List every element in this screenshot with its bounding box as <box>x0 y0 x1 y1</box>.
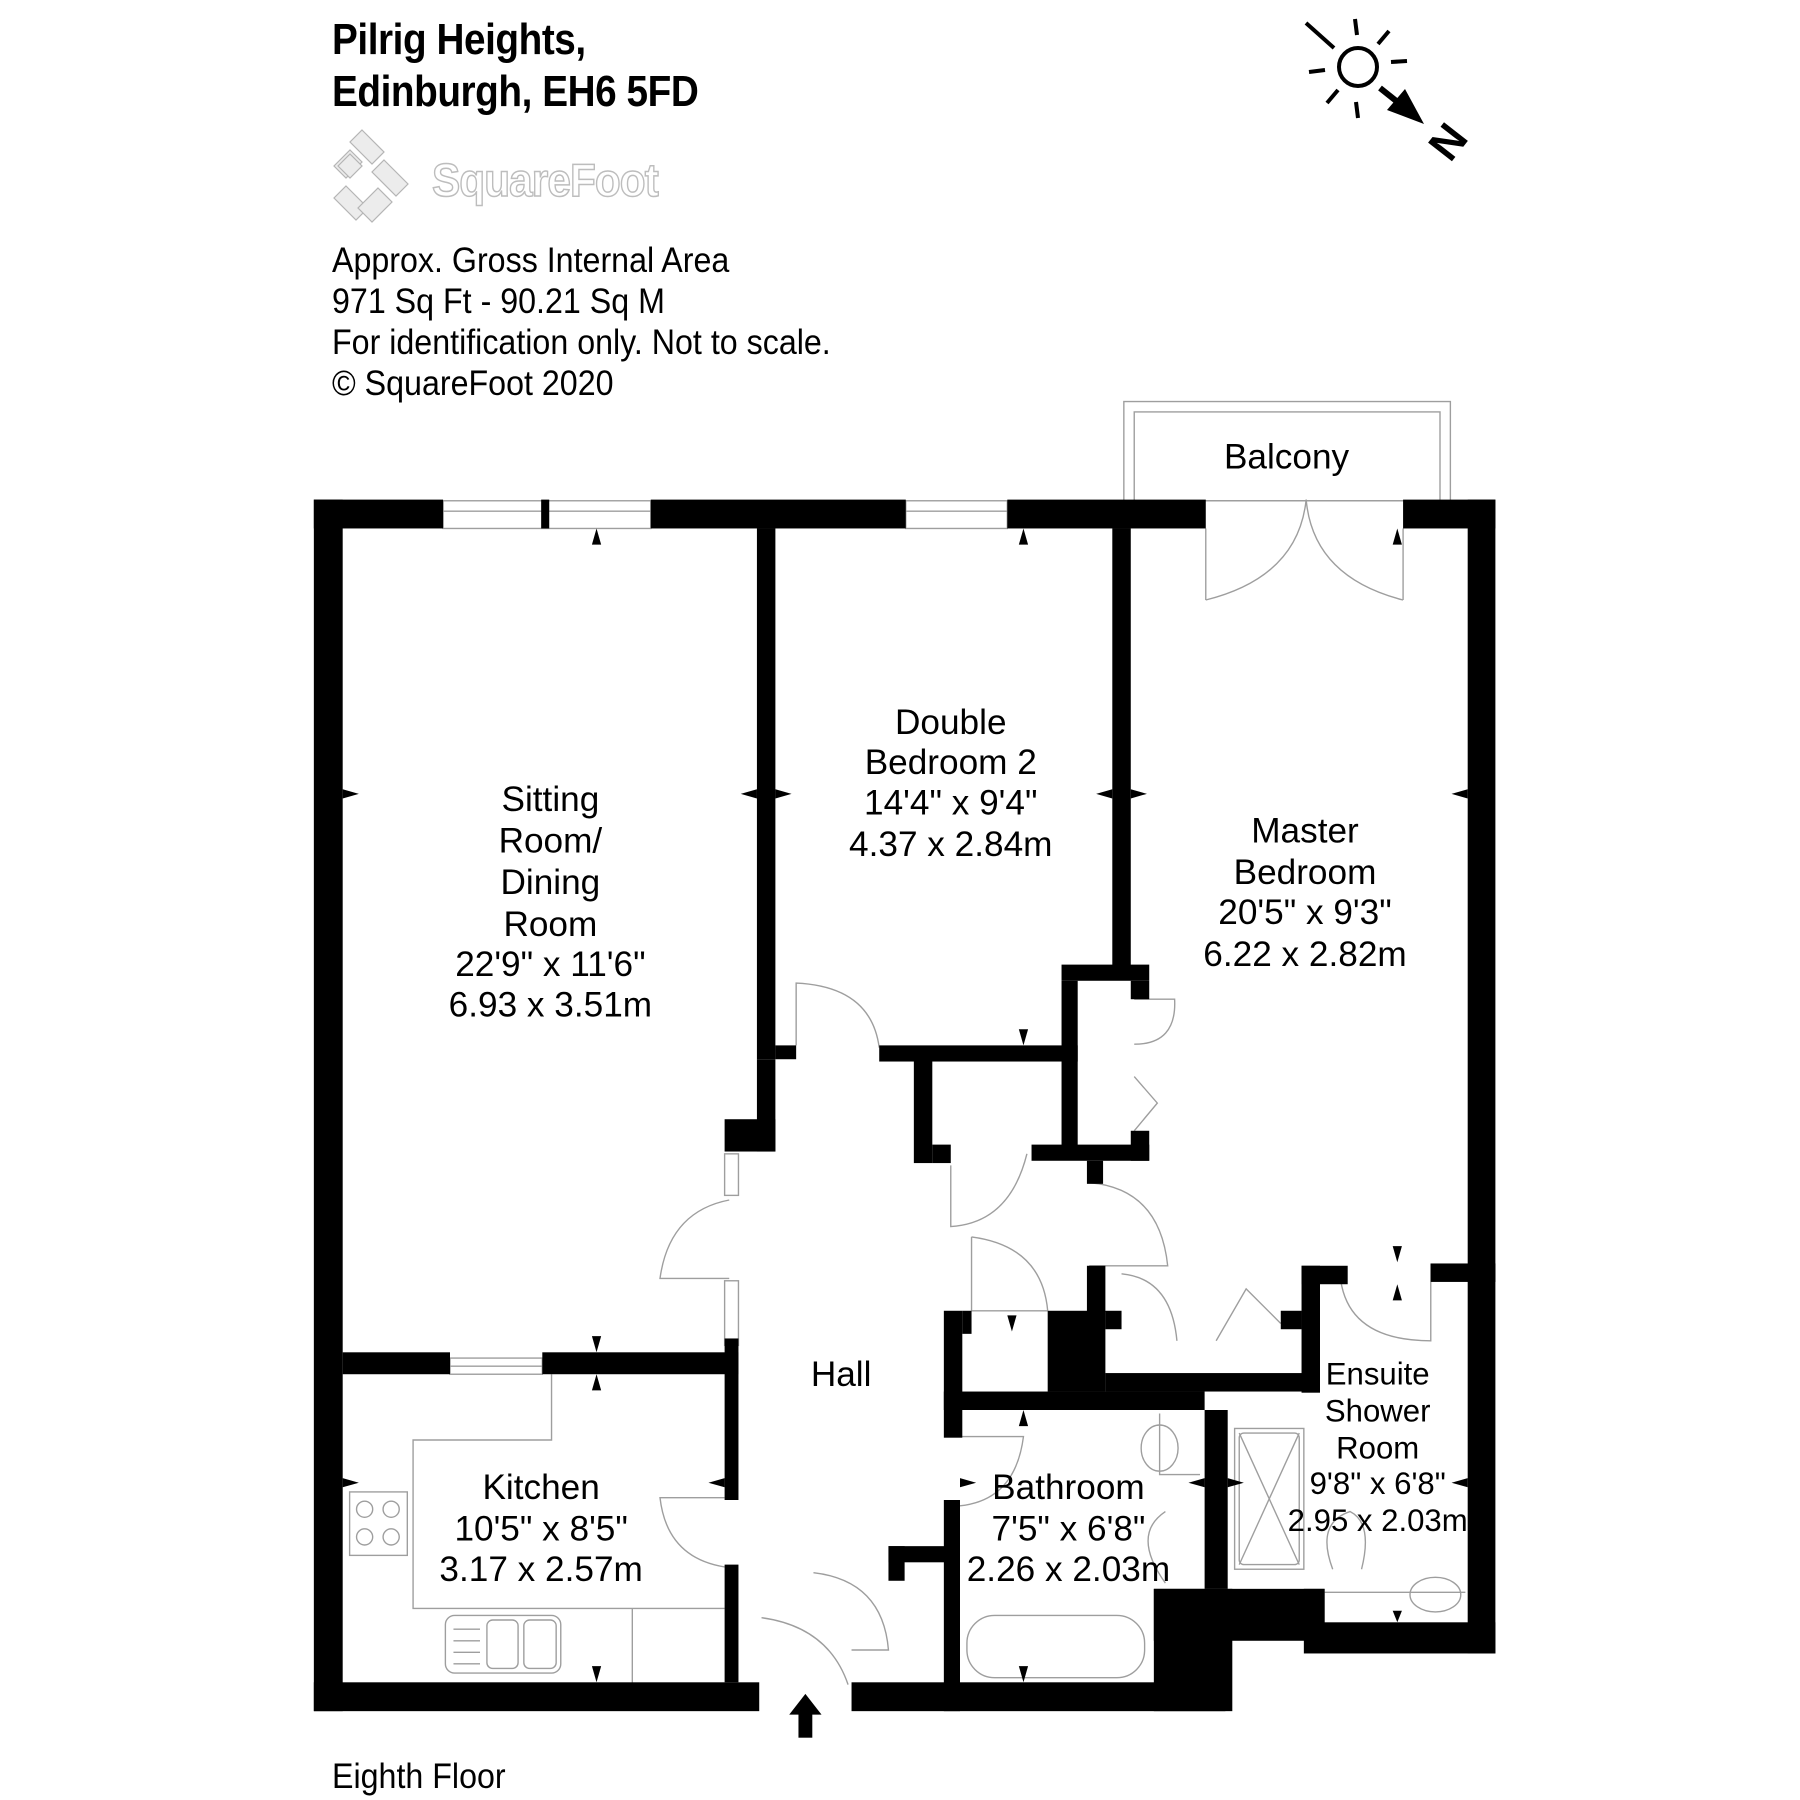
balcony-label: Balcony <box>1224 437 1350 476</box>
ensuite-imperial: 9'8" x 6'8" <box>1310 1466 1446 1501</box>
dimension-markers <box>342 528 1468 1683</box>
room-labels: Balcony Sitting Room/ Dining Room 22'9" … <box>439 437 1467 1588</box>
disclaimer: For identification only. Not to scale. <box>332 323 831 362</box>
entrance-arrow-icon <box>789 1693 822 1738</box>
bathroom-metric: 2.26 x 2.03m <box>967 1550 1170 1589</box>
hall-label: Hall <box>811 1355 872 1394</box>
walls <box>313 499 1496 1712</box>
ensuite-line1: Ensuite <box>1326 1357 1430 1392</box>
compass: N <box>1304 18 1478 170</box>
sun-icon <box>1304 18 1408 119</box>
sitting-room-metric: 6.93 x 3.51m <box>449 986 652 1025</box>
sitting-room-line3: Dining <box>501 863 601 902</box>
north-arrow-icon <box>1378 85 1424 124</box>
area-values: 971 Sq Ft - 90.21 Sq M <box>332 282 665 321</box>
title-line-2: Edinburgh, EH6 5FD <box>332 67 699 116</box>
squarefoot-logo-icon <box>333 129 409 223</box>
master-bedroom-metric: 6.22 x 2.82m <box>1203 935 1406 974</box>
area-heading: Approx. Gross Internal Area <box>332 241 730 280</box>
bathroom-label: Bathroom <box>992 1468 1145 1507</box>
bathroom-imperial: 7'5" x 6'8" <box>992 1509 1146 1548</box>
squarefoot-logo: SquareFoot <box>332 125 692 230</box>
kitchen-imperial: 10'5" x 8'5" <box>454 1509 627 1548</box>
ensuite-line2: Shower <box>1325 1394 1431 1429</box>
ensuite-line3: Room <box>1336 1430 1419 1465</box>
floor-label: Eighth Floor <box>332 1757 506 1796</box>
title-line-1: Pilrig Heights, <box>332 15 586 64</box>
master-bedroom-imperial: 20'5" x 9'3" <box>1218 893 1391 932</box>
kitchen-metric: 3.17 x 2.57m <box>439 1550 642 1589</box>
logo-brand-text: SquareFoot <box>431 153 659 207</box>
master-bedroom-line2: Bedroom <box>1234 853 1377 892</box>
bedroom2-line1: Double <box>895 703 1007 742</box>
bedroom2-imperial: 14'4" x 9'4" <box>864 784 1037 823</box>
copyright: © SquareFoot 2020 <box>332 364 614 403</box>
sitting-room-line2: Room/ <box>499 822 603 861</box>
bedroom2-line2: Bedroom 2 <box>865 743 1037 782</box>
sitting-room-line1: Sitting <box>501 780 599 819</box>
bedroom2-metric: 4.37 x 2.84m <box>849 825 1052 864</box>
area-info: Approx. Gross Internal Area 971 Sq Ft - … <box>332 240 831 404</box>
sitting-room-line4: Room <box>503 905 597 944</box>
property-title: Pilrig Heights, Edinburgh, EH6 5FD <box>332 14 699 118</box>
sitting-room-imperial: 22'9" x 11'6" <box>455 945 645 984</box>
master-bedroom-line1: Master <box>1251 811 1359 850</box>
ensuite-metric: 2.95 x 2.03m <box>1288 1503 1468 1538</box>
kitchen-label: Kitchen <box>482 1468 599 1507</box>
